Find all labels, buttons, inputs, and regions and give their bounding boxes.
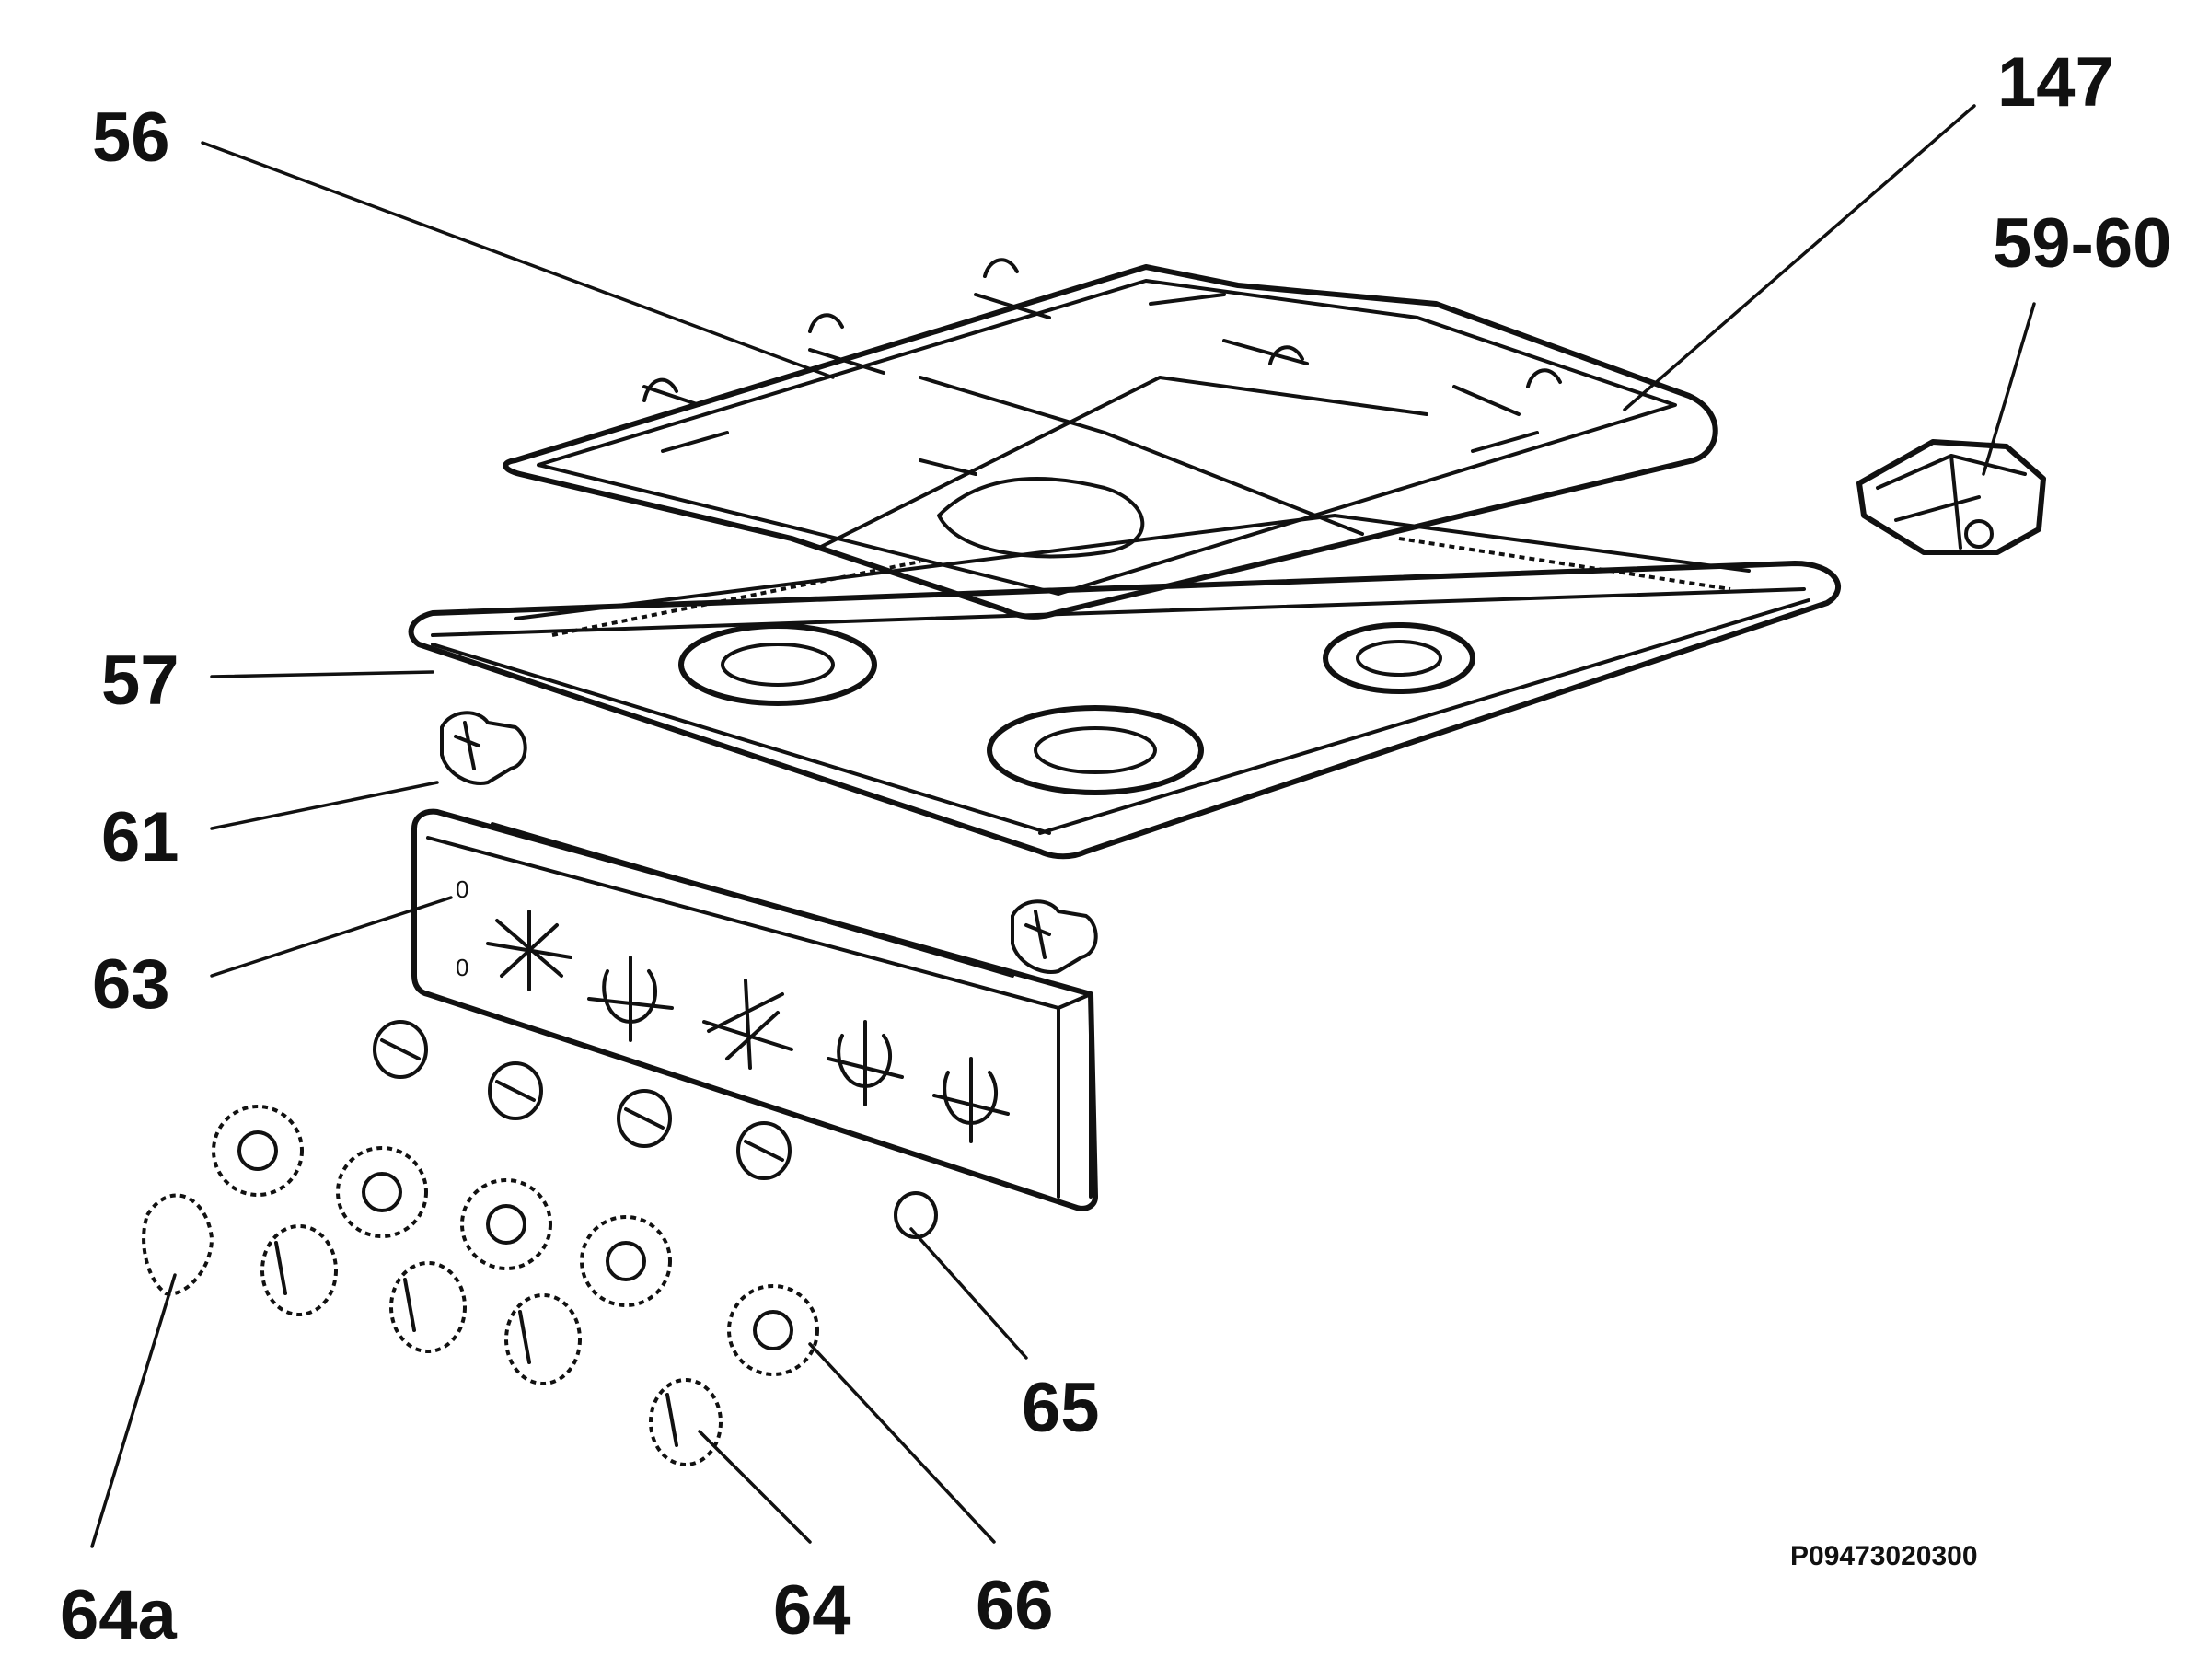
callout-147: 147: [1997, 43, 2114, 122]
callout-66: 66: [976, 1567, 1054, 1645]
control-knobs: [212, 1105, 819, 1376]
callout-65: 65: [1022, 1369, 1100, 1447]
leader-lines: [90, 104, 2036, 1548]
callout-64a: 64a: [60, 1576, 178, 1654]
drawing-code: P09473020300: [1790, 1541, 1978, 1571]
control-panel-part: 0 0: [411, 808, 1098, 1211]
part-59-60: [1856, 439, 2046, 555]
callout-61: 61: [101, 798, 179, 876]
knob-caps: [142, 1193, 723, 1466]
pan-support-grids: [503, 258, 1718, 620]
bracket-part-left: [440, 711, 527, 785]
callout-57: 57: [101, 642, 179, 720]
callout-63: 63: [92, 945, 170, 1024]
callout-59-60: 59-60: [1993, 204, 2171, 283]
panel-mark-lower: 0: [456, 954, 468, 981]
spindle-parts: [373, 1020, 938, 1239]
callout-64: 64: [773, 1571, 851, 1650]
callout-56: 56: [92, 98, 170, 177]
hob-top-part: [408, 514, 1841, 860]
panel-mark-upper: 0: [456, 875, 468, 903]
bracket-part-right: [1011, 899, 1098, 974]
